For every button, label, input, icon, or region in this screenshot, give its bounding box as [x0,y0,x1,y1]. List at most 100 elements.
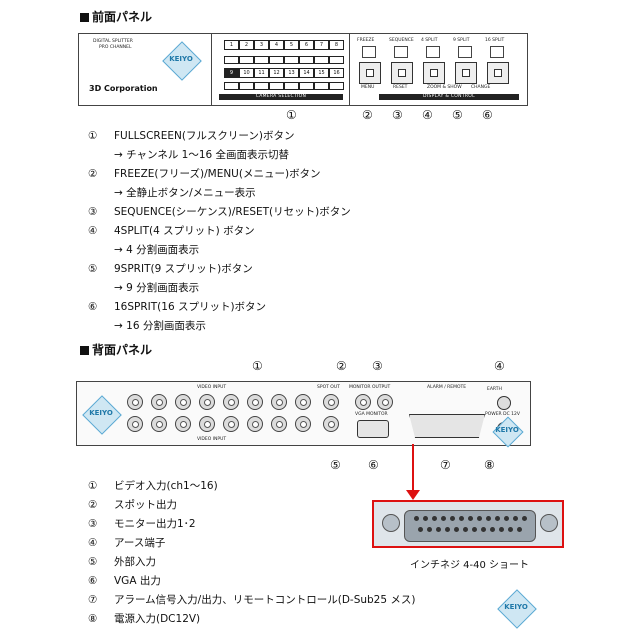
rear-callout-top: ② [336,359,347,373]
control-top-label: 4 SPLIT [421,38,438,43]
alarm-remote-label: ALARM / REMOTE [427,385,467,390]
camera-button[interactable]: 1 [224,40,239,50]
rear-item: ⑦ アラーム信号入力/出力、リモートコントロール(D-Sub25 メス) [88,592,415,607]
control-button[interactable] [359,62,381,84]
camera-button[interactable]: 13 [284,68,299,78]
bnc-connector [223,394,239,410]
rear-callout-bottom: ⑥ [368,458,379,472]
control-top-label: FREEZE [357,38,375,43]
vga-connector [357,420,389,438]
pin [513,516,518,521]
pin [477,516,482,521]
item-text: VGA 出力 [114,575,161,587]
item-text: 外部入力 [114,556,156,568]
camera-button[interactable]: 3 [254,40,269,50]
split-mode-icon [394,46,408,58]
camera-button[interactable]: 12 [269,68,284,78]
rear-callout-top: ④ [494,359,505,373]
vga-label: VGA MONITOR [355,412,388,417]
bnc-connector [151,394,167,410]
control-bottom-label: ZOOM & SHOW [427,85,462,90]
front-item-sub: → 16 分割画面表示 [114,320,206,332]
pin [508,527,513,532]
front-callout: ① [286,108,297,122]
camera-button[interactable]: 16 [329,68,344,78]
item-number: ⑥ [88,301,98,313]
control-button[interactable] [455,62,477,84]
item-number: ③ [88,206,98,218]
control-button[interactable] [391,62,413,84]
front-callout: ③ [392,108,403,122]
brand-line1: DIGITAL SPLITTER [93,39,133,44]
rear-panel-heading: 背面パネル [80,341,152,358]
camera-button[interactable]: 10 [239,68,254,78]
keiyo-logo-bottom: KEIYO [497,589,537,629]
pin [490,527,495,532]
camera-button[interactable]: 7 [314,40,329,50]
item-text: ビデオ入力(ch1～16) [114,480,218,492]
control-button[interactable] [423,62,445,84]
item-text: 16SPRIT(16 スプリット)ボタン [114,301,267,313]
pin [418,527,423,532]
pin [504,516,509,521]
pin [517,527,522,532]
item-number: ⑤ [88,263,98,275]
camera-button[interactable]: 9 [224,68,239,78]
connector-photo [372,500,564,548]
camera-button-lamp [239,56,254,64]
spot-connector [323,416,339,432]
camera-selection-bar: CAMERA SELECTION [219,94,343,100]
pin [414,516,419,521]
front-item: ③ SEQUENCE(シーケンス)/RESET(リセット)ボタン [88,204,351,219]
rear-callout-bottom: ⑧ [484,458,495,472]
camera-button[interactable]: 15 [314,68,329,78]
camera-button[interactable]: 2 [239,40,254,50]
company-name: 3D Corporation [89,84,158,93]
arrow-line [412,444,414,496]
pin [472,527,477,532]
front-panel-illustration: DIGITAL SPLITTER PRO CHANNEL KEIYO 3D Co… [78,33,528,106]
control-bottom-label: RESET [393,85,408,90]
camera-button-lamp [269,56,284,64]
bnc-connector [199,416,215,432]
item-number: ② [88,168,98,180]
control-bottom-label: CHANGE [471,85,491,90]
display-control-bar: DISPLAY & CONTROL [379,94,519,100]
connector-shell [404,510,536,542]
camera-button[interactable]: 8 [329,40,344,50]
item-number: ⑦ [88,594,98,606]
camera-button[interactable]: 5 [284,40,299,50]
item-number: ④ [88,225,98,237]
camera-button[interactable]: 14 [299,68,314,78]
item-text: SEQUENCE(シーケンス)/RESET(リセット)ボタン [114,206,351,218]
pin [459,516,464,521]
screw-icon [382,514,400,532]
split-mode-icon [458,46,472,58]
item-number: ⑥ [88,575,98,587]
pin [522,516,527,521]
front-item: ⑥ 16SPRIT(16 スプリット)ボタン [88,299,266,314]
pin [454,527,459,532]
bnc-connector [175,416,191,432]
item-number: ② [88,499,98,511]
bnc-connector [271,416,287,432]
camera-button[interactable]: 4 [269,40,284,50]
item-text: アラーム信号入力/出力、リモートコントロール(D-Sub25 メス) [114,594,416,606]
bnc-connector [127,416,143,432]
camera-button[interactable]: 6 [299,40,314,50]
camera-button-lamp [329,82,344,90]
control-button[interactable] [487,62,509,84]
section-square-icon [80,346,89,355]
pin [463,527,468,532]
earth-label: EARTH [487,387,502,392]
bnc-connector [247,394,263,410]
rear-panel-illustration: KEIYO VIDEO INPUT VIDEO INPUT SPOT OUT M… [76,381,531,448]
monitor-connector [377,394,393,410]
front-item-sub: → チャンネル 1～16 全画面表示切替 [114,149,290,161]
camera-button[interactable]: 11 [254,68,269,78]
bnc-connector [127,394,143,410]
